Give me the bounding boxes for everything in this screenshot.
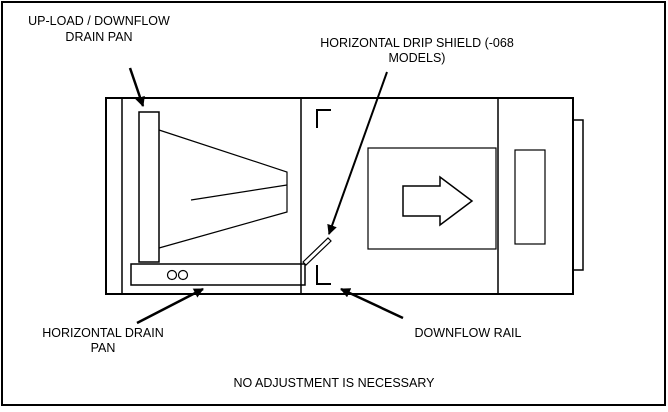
airflow-arrow-icon — [402, 175, 474, 227]
upload-downflow-drain-pan — [138, 111, 160, 263]
label-upload-pan-line1: UP-LOAD / DOWNFLOW — [28, 14, 170, 28]
label-upload-pan-line2: DRAIN PAN — [65, 30, 132, 44]
drain-port-1 — [166, 269, 178, 281]
outer-border — [1, 1, 666, 406]
leader-upload-pan — [128, 67, 145, 107]
leader-downflow-rail — [340, 287, 404, 320]
horizontal-drain-pan — [130, 263, 306, 286]
leader-horizontal-pan — [136, 287, 204, 325]
downflow-rail-top — [316, 109, 331, 128]
blower-housing — [367, 147, 497, 250]
downflow-rail-bottom — [316, 265, 331, 285]
electrical-box — [514, 149, 546, 245]
coil-center-line — [190, 184, 288, 201]
label-horizontal-pan-line1: HORIZONTAL DRAIN — [42, 326, 164, 340]
label-drip-shield-line2: MODELS) — [389, 51, 446, 65]
horizontal-drip-shield — [302, 237, 332, 266]
coil-outline — [158, 129, 288, 249]
label-drip-shield-line1: HORIZONTAL DRIP SHIELD (-068 — [320, 36, 514, 50]
leader-drip-shield — [327, 71, 388, 235]
label-downflow-rail: DOWNFLOW RAIL — [415, 326, 522, 340]
side-flange — [572, 119, 584, 271]
label-horizontal-pan-line2: PAN — [91, 341, 116, 355]
footer-note: NO ADJUSTMENT IS NECESSARY — [234, 376, 436, 390]
drain-port-2 — [177, 269, 189, 281]
